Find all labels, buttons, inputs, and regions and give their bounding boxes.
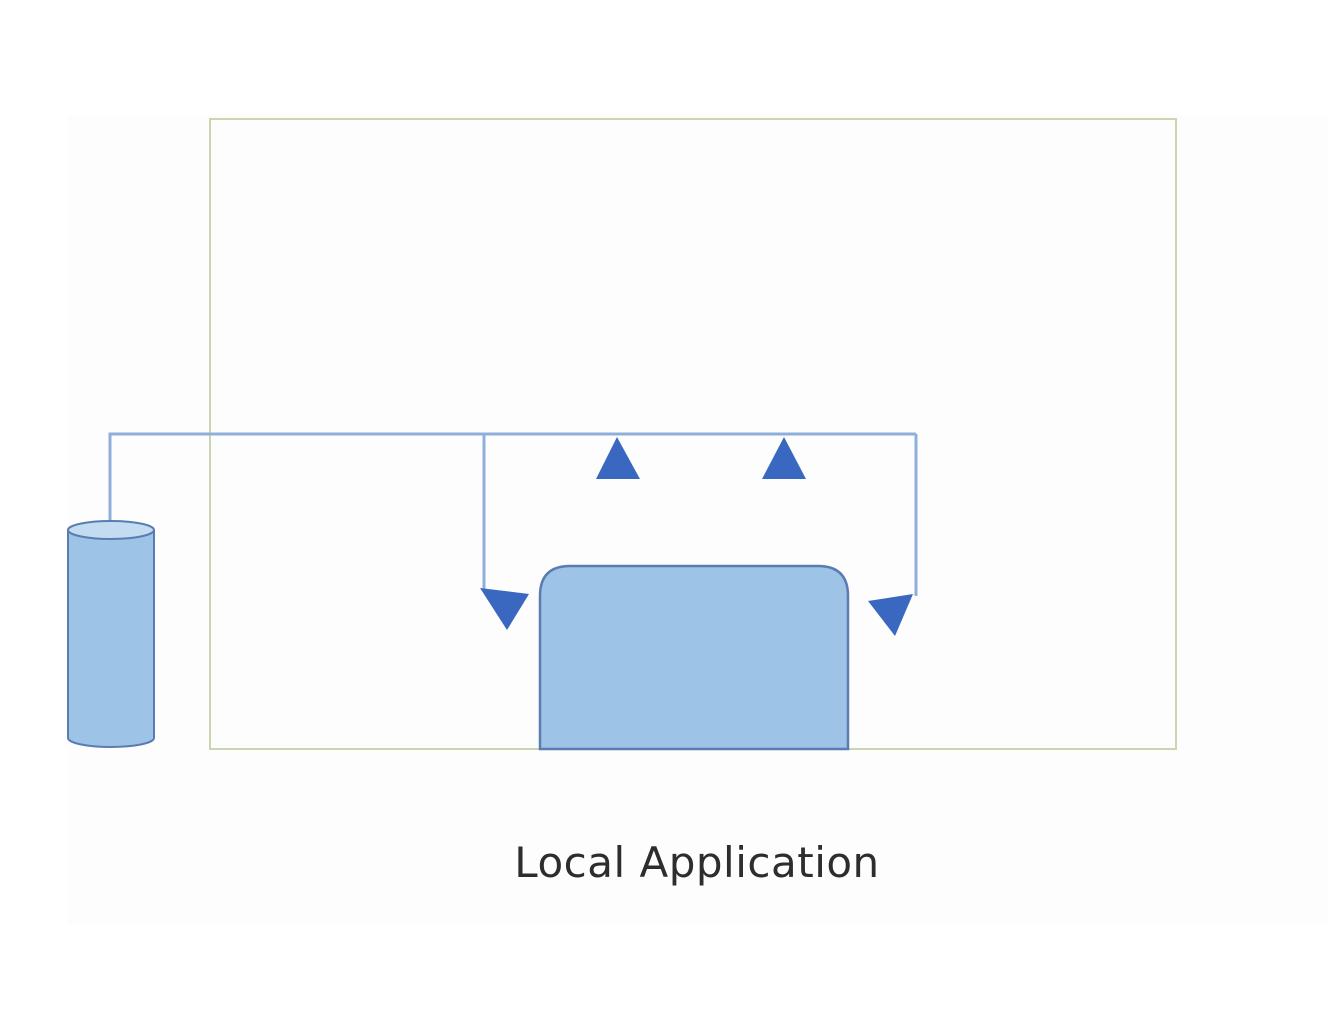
diagram-caption-text: Local Application: [514, 838, 880, 887]
up-arrow-right: [762, 437, 806, 479]
database-cylinder: [67, 520, 155, 748]
database-cylinder-body: [67, 530, 155, 748]
diagram-caption: Local Application: [0, 838, 1328, 887]
application-component: [538, 564, 850, 751]
down-arrow-left: [480, 588, 529, 630]
database-connector: [108, 432, 916, 528]
database-cylinder-top: [67, 520, 155, 540]
connector-lines: [108, 432, 918, 596]
panel-background: [68, 115, 1328, 925]
up-arrow-left: [596, 437, 640, 479]
down-arrow-right: [868, 594, 913, 636]
